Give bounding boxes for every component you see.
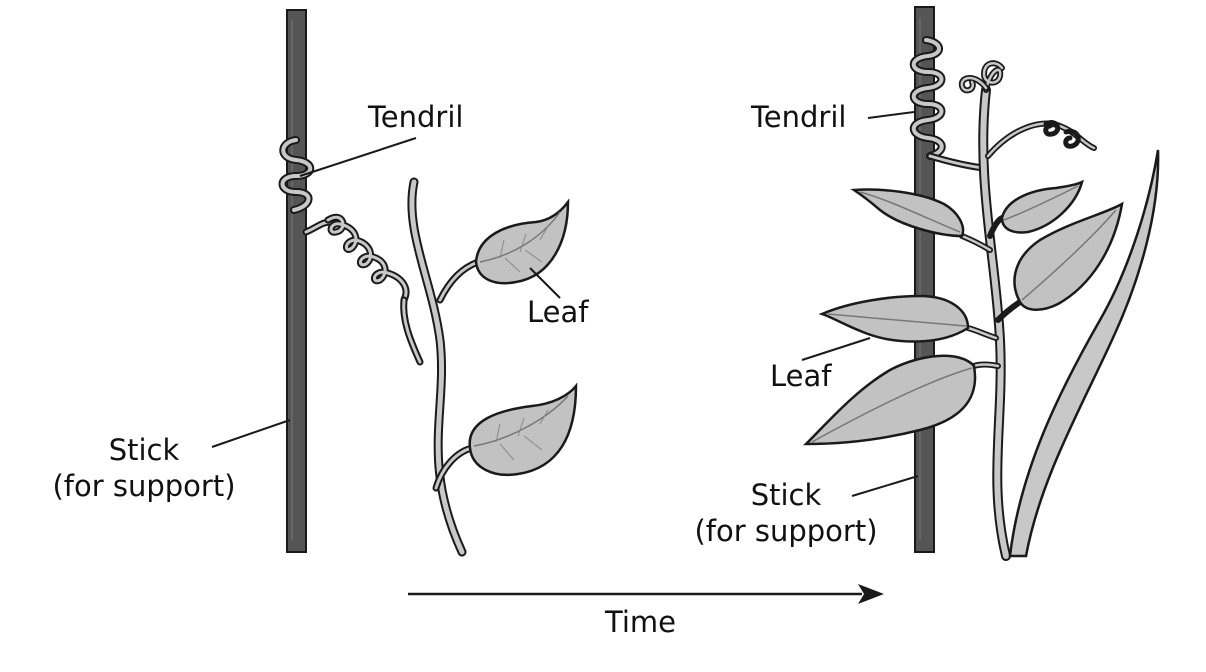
- right-stick-label-line1: Stick: [750, 478, 822, 512]
- left-tendril: [278, 136, 424, 366]
- left-leaf-leader-line: [529, 267, 561, 299]
- left-leaf-label: Leaf: [527, 295, 589, 329]
- right-stem: [958, 60, 1097, 561]
- left-lower-leaf: [468, 382, 578, 477]
- right-tendril-label: Tendril: [751, 100, 847, 134]
- right-stick-label: Stick (for support): [672, 477, 900, 549]
- right-stick-label-line2: (for support): [694, 514, 878, 548]
- left-tendril-leader-line: [299, 137, 417, 177]
- right-tendril-leader-line: [867, 111, 915, 119]
- right-grass-blade: [1008, 149, 1160, 558]
- time-label: Time: [605, 605, 676, 639]
- time-arrow: [408, 584, 884, 604]
- left-stick-leader-line: [211, 419, 291, 448]
- left-stick-label-line2: (for support): [52, 469, 236, 503]
- left-stick-label: Stick (for support): [30, 432, 258, 504]
- right-leaf-label: Leaf: [770, 359, 832, 393]
- right-leaves: [802, 179, 1124, 446]
- left-stick-label-line1: Stick: [108, 433, 180, 467]
- left-stick: [286, 9, 307, 553]
- right-leaf-leader-line: [801, 337, 871, 361]
- left-tendril-label: Tendril: [368, 100, 464, 134]
- left-upper-leaf: [474, 198, 570, 285]
- left-stem: [407, 177, 482, 557]
- right-stick-leader-line: [851, 475, 919, 497]
